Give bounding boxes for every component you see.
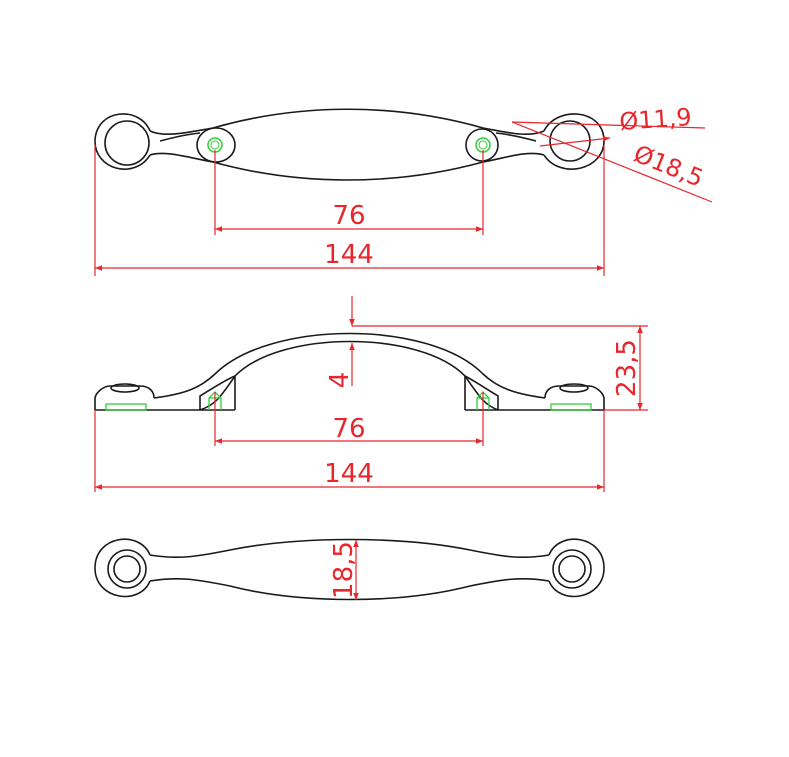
side-hole-spacing-label: 76	[332, 414, 365, 444]
bottom-view-handle-outline	[94, 538, 605, 601]
bottom-right-ring-inner	[558, 555, 586, 583]
right-ring-inner-hole	[549, 120, 591, 162]
bottom-left-ring-inner	[113, 555, 141, 583]
small-diameter-label: Ø11,9	[618, 103, 692, 136]
bottom-left-ring-outer	[107, 549, 147, 589]
left-ring-inner-hole	[104, 120, 150, 166]
leader-small-diameter	[511, 121, 706, 129]
bottom-right-ring-outer	[552, 549, 592, 589]
top-hole-spacing-label: 76	[332, 201, 365, 231]
right-mount-hole	[475, 137, 491, 153]
side-view-handle-outline	[94, 332, 605, 411]
side-overall-length-label: 144	[324, 459, 374, 489]
thickness-label: 4	[325, 372, 355, 389]
top-overall-length-label: 144	[324, 240, 374, 270]
height-label: 23,5	[612, 339, 642, 397]
width-label: 18,5	[329, 541, 359, 599]
side-view-green-features	[105, 391, 592, 411]
side-view: 4 23,5 76 144	[94, 296, 648, 492]
side-view-dimensions	[94, 296, 648, 492]
right-mount-hole-inner	[478, 140, 488, 150]
left-mount-hole-inner	[210, 140, 220, 150]
top-view-dimensions	[94, 121, 713, 276]
top-view-handle-outline	[94, 108, 605, 181]
bottom-view: 18,5	[94, 538, 605, 601]
top-view: 76 144 Ø11,9 Ø18,5	[94, 103, 713, 276]
leader-large-diameter	[511, 121, 713, 203]
left-mount-hole	[207, 137, 223, 153]
